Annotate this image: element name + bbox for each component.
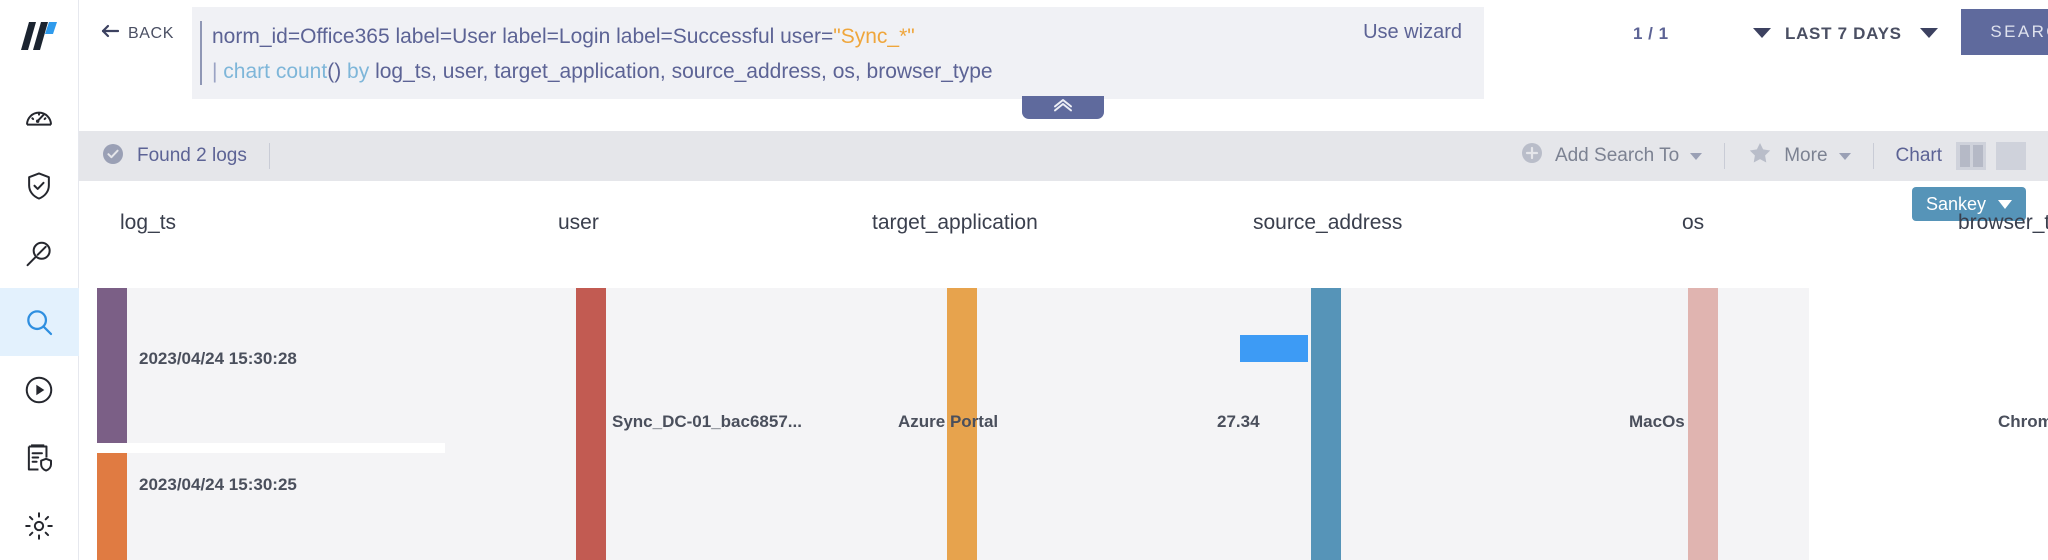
time-range-caret-icon[interactable] [1920,28,1938,38]
column-header-os: os [1682,211,1705,234]
chevron-down-icon [1998,199,2012,209]
node-log_ts-1[interactable] [97,288,127,443]
toolbar-divider-3 [1872,143,1874,169]
sidebar-item-settings[interactable] [0,492,79,560]
found-logs-label: Found 2 logs [137,145,247,166]
report-shield-icon [23,442,55,474]
query-line1-highlight: "Sync_*" [833,25,915,48]
shield-check-icon [23,170,55,202]
sidebar-item-dashboard[interactable] [0,84,79,152]
node-label-user-1: Sync_DC-01_bac6857... [612,412,802,431]
node-target_application-1[interactable] [947,288,977,560]
play-circle-icon [23,374,55,406]
collapse-query-handle[interactable] [1022,96,1104,119]
column-header-source_address: source_address [1253,211,1403,234]
search-icon [23,306,55,338]
results-toolbar-right: Add Search To More Chart [1520,140,2048,172]
split-view-icon[interactable] [1956,142,1986,170]
chart-label: Chart [1895,145,1942,166]
use-wizard-link[interactable]: Use wizard [1363,21,1462,43]
query-line2-by: by [347,60,370,83]
node-log_ts-2[interactable] [97,453,127,560]
sankey-chart: Sankey log_ts user target_application so… [79,181,2048,560]
search-button[interactable]: SEARCH [1961,9,2048,55]
gear-icon [23,510,55,542]
node-os-1[interactable] [1688,288,1718,560]
found-status: Found 2 logs [101,142,247,171]
query-input[interactable]: norm_id=Office365 label=User label=Login… [191,7,1484,99]
check-circle-icon [101,142,125,171]
column-header-browser_type: browser_type [1958,211,2048,234]
time-range-label[interactable]: LAST 7 DAYS [1785,24,1902,43]
node-label-log_ts-1: 2023/04/24 15:30:28 [139,349,297,368]
results-toolbar: Found 2 logs Add Search To [79,131,2048,181]
node-label-browser_type-1: Chrome [1998,412,2048,431]
column-header-user: user [558,211,599,234]
sidebar-item-playbooks[interactable] [0,356,79,424]
column-header-target_application: target_application [872,211,1038,234]
node-user-1[interactable] [576,288,606,560]
link-target_application-to-source[interactable] [781,288,1017,560]
toolbar-divider [268,143,270,169]
sidebar-item-investigation[interactable] [0,220,79,288]
logpoint-logo[interactable] [17,20,61,54]
arrow-left-icon [101,24,120,43]
add-search-to-label: Add Search To [1554,145,1680,166]
gauge-icon [23,102,55,134]
node-label-log_ts-2: 2023/04/24 15:30:25 [139,475,297,494]
column-header-log_ts: log_ts [120,211,177,234]
page-caret-icon[interactable] [1753,28,1771,38]
chevron-double-up-icon [1052,98,1074,117]
query-line2-paren: () [327,60,342,83]
link-os-to-browser_type[interactable] [1325,288,1809,560]
node-label-target_application-1: Azure Portal [898,412,999,431]
more-caret-icon [1838,152,1851,160]
page-count: 1 / 1 [1633,24,1669,43]
sidebar-item-incidents[interactable] [0,152,79,220]
query-accent-bar [199,21,202,85]
toolbar-divider-2 [1724,143,1726,169]
link-user-to-target_application[interactable] [445,288,781,560]
plus-circle-icon [1520,141,1544,171]
query-line2-pipe: | [211,60,218,83]
query-line2-command: chart count [223,60,328,83]
left-sidebar [0,0,79,560]
magnifier-slash-icon [23,238,55,270]
sidebar-item-search[interactable] [0,288,79,356]
node-label-source_address-1: 27.34 [1217,412,1260,431]
query-text: norm_id=Office365 label=User label=Login… [212,19,993,89]
back-button[interactable]: BACK [101,24,174,43]
star-icon [1747,140,1773,172]
search-topbar: BACK norm_id=Office365 label=User label=… [79,0,2048,108]
node-source_address-1[interactable] [1311,288,1341,560]
sidebar-item-reports[interactable] [0,424,79,492]
add-search-to-button[interactable]: Add Search To [1520,141,1703,171]
text-selection-highlight [1240,335,1308,362]
back-label: BACK [128,24,174,42]
full-view-icon[interactable] [1996,142,2026,170]
more-button[interactable]: More [1747,140,1851,172]
node-label-os-1: MacOs [1629,412,1685,431]
add-search-to-caret-icon [1690,152,1703,160]
query-line2-fields: log_ts, user, target_application, source… [375,60,993,83]
query-line1-plain: norm_id=Office365 label=User label=Login… [211,25,834,48]
visualization-type-label: Sankey [1925,193,1986,214]
link-source_address-to-os[interactable] [1017,288,1325,560]
visualization-type-select[interactable]: Sankey [1911,187,2026,221]
more-label: More [1784,145,1828,166]
